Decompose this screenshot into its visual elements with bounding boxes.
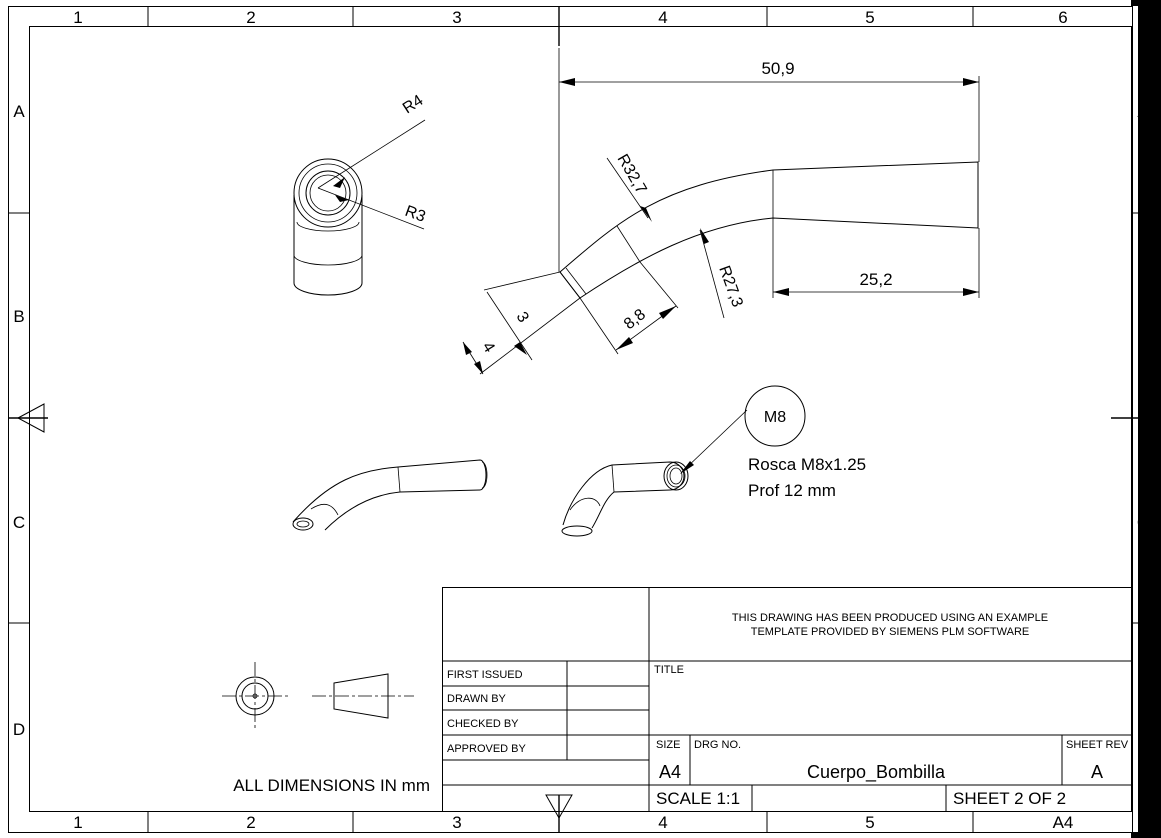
zone-col-bottom-3: 3 xyxy=(452,813,461,832)
value-drawing-number: Cuerpo_Bombilla xyxy=(807,762,946,783)
label-approved-by: APPROVED BY xyxy=(447,743,527,755)
zone-col-bottom-6: A4 xyxy=(1053,813,1074,832)
zone-row-d-left: D xyxy=(13,720,25,739)
callout-leader xyxy=(683,409,748,471)
dim-r32-7: R32,7 xyxy=(614,152,650,198)
zone-col-2: 2 xyxy=(246,8,255,27)
label-first-issued: FIRST ISSUED xyxy=(447,669,523,681)
zone-row-a-right: A xyxy=(1137,102,1149,121)
orientation-arrow-left xyxy=(16,403,45,433)
label-sheet-rev: SHEET REV xyxy=(1066,739,1129,751)
dim-r4: R4 xyxy=(400,92,426,117)
label-drg-no: DRG NO. xyxy=(694,739,741,751)
label-title: TITLE xyxy=(654,664,684,676)
outer-border xyxy=(8,6,1133,833)
value-scale: SCALE 1:1 xyxy=(656,789,740,808)
part-side-view xyxy=(559,161,979,299)
dim-overall-length: 50,9 xyxy=(761,59,794,78)
label-drawn-by: DRAWN BY xyxy=(447,693,507,705)
zone-row-b-right: B xyxy=(1137,307,1148,326)
zone-row-a-left: A xyxy=(13,102,25,121)
zone-col-1: 1 xyxy=(73,8,82,27)
zone-col-bottom-2: 2 xyxy=(246,813,255,832)
isometric-view-2 xyxy=(561,461,689,537)
template-notice-line1: THIS DRAWING HAS BEEN PRODUCED USING AN … xyxy=(732,612,1048,624)
value-sheet: SHEET 2 OF 2 xyxy=(953,789,1066,808)
value-revision: A xyxy=(1091,762,1103,782)
projection-symbol xyxy=(222,662,414,730)
centering-marks xyxy=(8,6,1138,832)
isometric-view-1 xyxy=(292,459,488,531)
zone-row-c-left: C xyxy=(13,513,25,532)
dimensions-note: ALL DIMENSIONS IN mm xyxy=(233,776,430,795)
orientation-arrow-bottom xyxy=(545,794,573,820)
zone-dividers xyxy=(8,6,1138,832)
zone-col-4: 4 xyxy=(658,8,667,27)
end-view xyxy=(293,119,426,296)
zone-row-d-right: D xyxy=(1137,720,1149,739)
inner-border xyxy=(29,26,1132,812)
title-block-grid xyxy=(442,587,1132,812)
zone-col-bottom-4: 4 xyxy=(658,813,667,832)
zone-col-bottom-5: 5 xyxy=(865,813,874,832)
zone-col-6: 6 xyxy=(1058,8,1067,27)
value-size: A4 xyxy=(659,762,681,782)
zone-col-bottom-1: 1 xyxy=(73,813,82,832)
dim-3: 3 xyxy=(513,309,532,326)
callout-balloon-text: M8 xyxy=(764,409,786,426)
callout-thread-depth: Prof 12 mm xyxy=(748,481,836,500)
label-checked-by: CHECKED BY xyxy=(447,718,519,730)
thread-callout-balloon xyxy=(744,385,806,447)
zone-row-b-left: B xyxy=(13,307,24,326)
dim-r3: R3 xyxy=(403,203,428,226)
template-notice-line2: TEMPLATE PROVIDED BY SIEMENS PLM SOFTWAR… xyxy=(751,626,1030,638)
zone-row-c-right: C xyxy=(1137,513,1149,532)
dimension-lines xyxy=(462,48,980,375)
dim-4: 4 xyxy=(479,339,498,356)
dim-straight-length: 25,2 xyxy=(859,270,892,289)
label-size: SIZE xyxy=(656,739,680,751)
zone-col-5: 5 xyxy=(865,8,874,27)
callout-thread-spec: Rosca M8x1.25 xyxy=(748,455,866,474)
zone-col-3: 3 xyxy=(452,8,461,27)
